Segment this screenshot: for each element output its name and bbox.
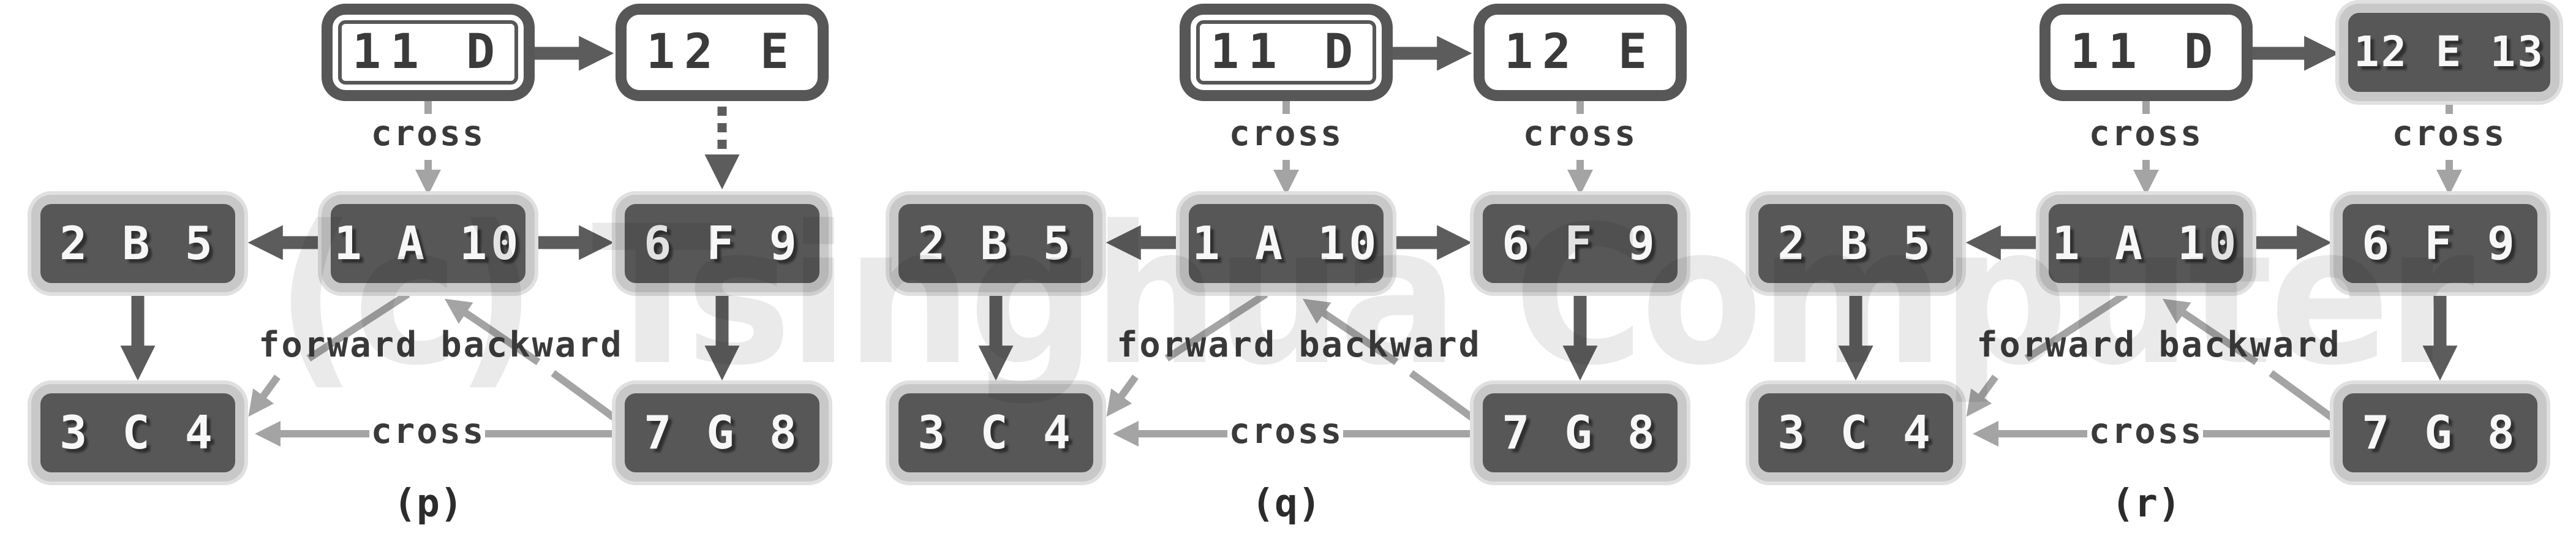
backward-edge-g-to-a-lower: [2269, 370, 2341, 426]
label-forward: forward: [258, 325, 419, 366]
label-cross-e-to-f: cross: [1523, 114, 1638, 154]
label-cross-e-to-f: cross: [2392, 114, 2507, 154]
label-backward: backward: [440, 325, 623, 366]
forward-edge-a-to-c-upper: [306, 290, 410, 362]
forward-edge-a-to-c-upper: [2024, 290, 2128, 362]
backward-edge-g-to-a-lower: [551, 370, 623, 426]
label-cross-d-to-a: cross: [371, 114, 486, 154]
edges-layer-p: [120, 36, 740, 447]
node-a: 1 A 10: [1180, 195, 1393, 292]
label-cross-g-to-c: cross: [371, 412, 486, 452]
node-f: 6 F 9: [2333, 195, 2547, 292]
forward-edge-a-to-c-lower: [1966, 374, 1998, 417]
panel-caption-p: (p): [393, 482, 463, 526]
label-forward-backward: forward backward: [1924, 327, 2394, 366]
node-g: 7 G 8: [1474, 384, 1687, 482]
label-cross-d-to-a: cross: [1229, 114, 1344, 154]
label-forward: forward: [1976, 325, 2137, 366]
node-c: 3 C 4: [31, 384, 244, 482]
label-cross-g-to-c: cross: [2088, 412, 2204, 452]
label-forward-backward: forward backward: [1064, 327, 1534, 366]
backward-edge-g-to-a-lower: [1409, 370, 1482, 426]
label-backward: backward: [1298, 325, 1482, 366]
label-cross-g-to-c: cross: [1229, 412, 1344, 452]
node-d: 11 D: [322, 4, 535, 101]
forward-edge-a-to-c-lower: [248, 374, 281, 417]
node-f: 6 F 9: [1474, 195, 1687, 292]
node-b: 2 B 5: [889, 195, 1102, 292]
label-forward-backward: forward backward: [206, 327, 676, 366]
label-cross-d-to-a: cross: [2088, 114, 2204, 154]
panel-p: 11 D 12 E 2 B 5 1 A 10 6 F 9 3 C 4 7 G 8…: [0, 0, 858, 533]
node-a: 1 A 10: [2039, 195, 2253, 292]
node-f: 6 F 9: [616, 195, 829, 292]
backward-edge-g-to-a-upper: [2162, 298, 2259, 365]
node-c: 3 C 4: [1749, 384, 1962, 482]
backward-edge-g-to-a-upper: [1302, 298, 1399, 365]
edges-layer-r: [1838, 36, 2462, 447]
forward-edge-a-to-c-lower: [1106, 374, 1139, 417]
panel-q: 11 D 12 E 2 B 5 1 A 10 6 F 9 3 C 4 7 G 8…: [858, 0, 1716, 533]
node-e: 12 E: [616, 4, 829, 101]
node-e: 12 E: [1474, 4, 1687, 101]
node-b: 2 B 5: [1749, 195, 1962, 292]
node-d: 11 D: [2039, 4, 2253, 101]
label-forward: forward: [1117, 325, 1277, 366]
panel-caption-r: (r): [2111, 482, 2181, 526]
node-c: 3 C 4: [889, 384, 1102, 482]
label-backward: backward: [2158, 325, 2341, 366]
node-b: 2 B 5: [31, 195, 244, 292]
node-a: 1 A 10: [322, 195, 535, 292]
forward-edge-a-to-c-upper: [1164, 290, 1268, 362]
backward-edge-g-to-a-upper: [444, 298, 541, 365]
panel-caption-q: (q): [1251, 482, 1321, 526]
node-d: 11 D: [1180, 4, 1393, 101]
node-g: 7 G 8: [616, 384, 829, 482]
edges-layer-q: [978, 36, 1598, 447]
panel-r: 11 D 12 E 13 2 B 5 1 A 10 6 F 9 3 C 4 7 …: [1718, 0, 2576, 533]
node-g: 7 G 8: [2333, 384, 2547, 482]
node-e: 12 E 13: [2339, 4, 2559, 101]
